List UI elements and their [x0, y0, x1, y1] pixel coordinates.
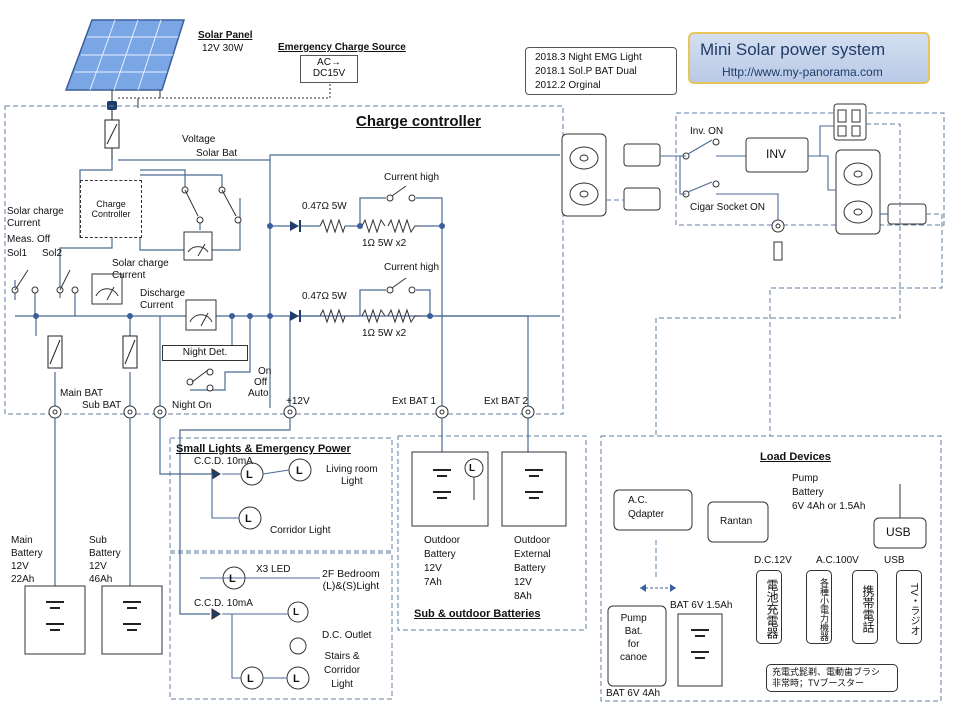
small-lights-title: Small Lights & Emergency Power	[176, 443, 351, 455]
device-note: 充電式髭剃、電動歯ブラシ 非常時；TVブースター	[766, 664, 898, 692]
solar-charge-current-label: Solar charge Current	[7, 206, 64, 229]
sub-battery-line: Battery	[89, 548, 121, 559]
main-battery-line: 12V	[11, 561, 29, 572]
main-battery-line: Main	[11, 535, 33, 546]
solar-charge-meter-label: Solar charge Current	[112, 258, 169, 281]
lamp-icon: L	[293, 673, 300, 685]
solar-panel-icon	[64, 19, 186, 91]
load-devices-title: Load Devices	[760, 451, 831, 463]
ac-adapter-label: A.C. Qdapter	[628, 495, 665, 520]
sub-battery-label: Sub Battery 12V 46Ah	[89, 534, 121, 586]
outdoor-battery-label: Outdoor Battery 12V 7Ah	[424, 535, 461, 588]
tv-radio-label: TV・ラジオ	[896, 570, 922, 644]
emergency-source-title: Emergency Charge Source	[278, 42, 406, 53]
mobile-phone-label: 携帯電話	[852, 570, 878, 644]
ccd1-label: C.C.D. 10mA	[194, 456, 253, 467]
resistor-pair-top-label: 1Ω 5W x2	[362, 238, 407, 249]
bat-small-label: BAT 6V 1.5Ah	[670, 600, 733, 611]
lamp-icon: L	[293, 607, 300, 618]
x3-led-label: X3 LED	[256, 564, 291, 575]
lamp-icon: L	[229, 573, 236, 585]
lamp-icon: L	[247, 673, 254, 685]
revision-item: 2018.1 Sol.P BAT Dual	[535, 66, 637, 77]
resistor-top-label: 0.47Ω 5W	[302, 201, 347, 212]
emergency-source-line1: AC→	[317, 57, 341, 68]
night-det-box: Night Det.	[162, 345, 248, 361]
current-high-top-label: Current high	[384, 172, 440, 183]
external-battery-label: Outdoor External Battery 12V 8Ah	[514, 535, 551, 602]
revision-history: 2018.3 Night EMG Light 2018.1 Sol.P BAT …	[525, 47, 677, 95]
dc12v-label: D.C.12V	[754, 555, 792, 566]
revision-item: 2012.2 Orginal	[535, 80, 601, 91]
sub-outdoor-title: Sub & outdoor Batteries	[414, 608, 541, 620]
sub-battery-line: Sub	[89, 535, 107, 546]
main-battery-line: Battery	[11, 548, 43, 559]
cigar-socket-label: Cigar Socket ON	[690, 202, 766, 213]
solar-panel-spec: 12V 30W	[202, 43, 244, 54]
small-power-devices-label: 各種小電力機器	[806, 570, 832, 644]
rantan-label: Rantan	[720, 516, 753, 527]
sol2-label: Sol2	[42, 248, 63, 259]
ext-bat2-label: Ext BAT 2	[484, 396, 529, 407]
ac100v-label: A.C.100V	[816, 555, 859, 566]
battery-charger-label: 電池充電器	[756, 570, 782, 644]
auto-label: Auto	[248, 388, 269, 399]
ext-bat1-label: Ext BAT 1	[392, 396, 437, 407]
bat-big-label: BAT 6V 4Ah	[606, 688, 661, 699]
dc-outlet-label: D.C. Outlet	[322, 630, 372, 641]
pump-battery-label: Pump Battery 6V 4Ah or 1.5Ah	[792, 473, 866, 512]
sub-bat-label: Sub BAT	[82, 400, 122, 411]
discharge-current-label: Discharge Current	[140, 288, 186, 311]
app-title: Mini Solar power system	[700, 40, 886, 59]
bedroom-label: 2F Bedroom (L)&(S)Light	[322, 568, 380, 592]
sub-battery-line: 46Ah	[89, 574, 113, 585]
revision-item: 2018.3 Night EMG Light	[535, 52, 642, 63]
main-battery-line: 22Ah	[11, 574, 35, 585]
resistor-pair-bottom-label: 1Ω 5W x2	[362, 328, 407, 339]
plus-12v-label: +12V	[286, 396, 310, 407]
resistor-bottom-label: 0.47Ω 5W	[302, 291, 347, 302]
corridor-label: Corridor Light	[270, 525, 331, 536]
main-bat-label: Main BAT	[60, 388, 104, 399]
current-high-bottom-label: Current high	[384, 262, 440, 273]
usb-box-label: USB	[886, 525, 911, 539]
lamp-icon: L	[296, 465, 303, 477]
ccd2-label: C.C.D. 10mA	[194, 598, 253, 609]
header-banner: Mini Solar power system Http://www.my-pa…	[688, 32, 930, 84]
on-label: On	[258, 366, 272, 377]
voltage-label: Voltage	[182, 134, 216, 145]
lamp-icon: L	[469, 463, 476, 474]
emergency-source-box: AC→ DC15V	[300, 55, 358, 83]
sol1-label: Sol1	[7, 248, 28, 259]
off-label: Off	[254, 377, 268, 388]
solar-panel-title: Solar Panel	[198, 30, 253, 41]
stairs-label: Stairs & Corridor Light	[324, 651, 361, 690]
site-url: Http://www.my-panorama.com	[722, 65, 883, 79]
living-room-label: Living room Light	[326, 464, 378, 487]
usb-label: USB	[884, 555, 905, 566]
night-on-label: Night On	[172, 400, 212, 411]
inv-label: INV	[766, 147, 787, 161]
meas-off-label: Meas. Off	[7, 234, 51, 245]
emergency-source-line2: DC15V	[312, 68, 346, 79]
main-battery-label: Main Battery 12V 22Ah	[11, 534, 43, 586]
sub-battery-line: 12V	[89, 561, 107, 572]
charge-controller-title: Charge controller	[356, 113, 482, 130]
lamp-icon: L	[245, 513, 252, 525]
inv-on-label: Inv. ON	[690, 126, 724, 137]
lamp-icon: L	[246, 469, 253, 481]
pump-bat-label: Pump Bat. for canoe	[620, 613, 648, 663]
controller-box: Charge Controller	[80, 180, 142, 238]
solar-bat-label: Solar Bat	[196, 148, 238, 159]
